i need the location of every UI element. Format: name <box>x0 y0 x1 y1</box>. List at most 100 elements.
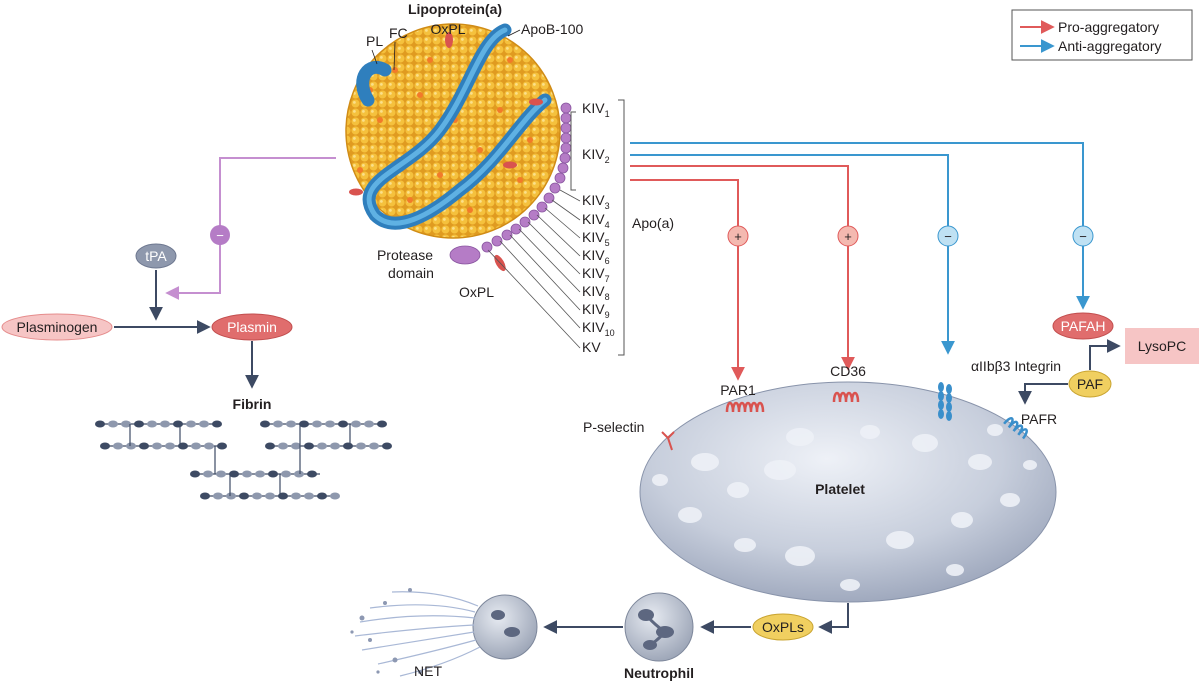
fibrin-monomer <box>134 420 144 428</box>
lysopc-box <box>1125 328 1199 364</box>
plus-sign-par1-text: + <box>734 229 742 244</box>
fibrin-monomer <box>204 442 214 450</box>
fibrin-monomer <box>304 492 314 500</box>
oxpl-tags <box>349 32 543 196</box>
kringle-label-kiv7: KIV7 <box>582 265 610 284</box>
pl-label: PL <box>366 33 383 49</box>
fibrin-monomer <box>278 442 288 450</box>
net-structure <box>350 588 538 677</box>
plasminogen-label: Plasminogen <box>17 319 98 335</box>
kringle-leader <box>527 221 581 275</box>
lipoprotein-a-particle: Lipoprotein(a) <box>345 1 583 300</box>
fibrin-monomer <box>217 442 227 450</box>
fibrin-monomer <box>330 492 340 500</box>
fibrin-monomer <box>165 442 175 450</box>
fibrin-monomer <box>190 470 200 478</box>
fibrin-monomer <box>108 420 118 428</box>
pafr-label: PAFR <box>1021 411 1057 427</box>
fibrin-monomer <box>351 420 361 428</box>
fibrin-monomer <box>338 420 348 428</box>
integrin-label: αIIbβ3 Integrin <box>971 358 1061 374</box>
kringle-leader <box>536 214 581 257</box>
apob-label: ApoB-100 <box>521 21 583 37</box>
fibrin-monomer <box>95 420 105 428</box>
kringle-leader <box>518 228 581 293</box>
fibrin-monomer <box>126 442 136 450</box>
tpa-label: tPA <box>145 248 167 264</box>
fibrin-monomer <box>325 420 335 428</box>
fibrin-monomer <box>377 420 387 428</box>
fibrin-monomer <box>273 420 283 428</box>
fibrin-monomer <box>147 420 157 428</box>
platelet-title: Platelet <box>815 481 865 497</box>
fibrin-monomer <box>212 420 222 428</box>
protease-label-1: Protease <box>377 247 433 263</box>
legend: Pro-aggregatory Anti-aggregatory <box>1011 9 1193 61</box>
kringle-leader <box>559 189 581 202</box>
integrin-receptor <box>938 382 952 421</box>
paf-to-pafr-arrow <box>1018 383 1068 405</box>
fibrin-monomer <box>291 492 301 500</box>
fibrin-monomer <box>100 442 110 450</box>
kringle-label-kiv2: KIV2 <box>582 146 610 165</box>
plus-sign-cd36-text: + <box>844 229 852 244</box>
kringle-label-kiv8: KIV8 <box>582 283 610 302</box>
fibrin-monomer <box>299 420 309 428</box>
kringle-label-kiv4: KIV4 <box>582 211 610 230</box>
pafah-node <box>1052 312 1114 340</box>
oxpl-top-label: OxPL <box>430 21 465 37</box>
fibrin-monomer <box>343 442 353 450</box>
minus-sign-integrin <box>937 225 959 247</box>
kringle-label-kv: KV <box>582 339 601 355</box>
fibrinolysis: tPA Plasminogen Plasmin Fibrin <box>1 243 392 500</box>
fibrin-monomer <box>260 420 270 428</box>
apoa-label: Apo(a) <box>632 215 674 231</box>
fibrin-mesh <box>95 420 392 500</box>
cd36-label: CD36 <box>830 363 866 379</box>
fibrin-monomer <box>252 492 262 500</box>
minus-sign-pafah-text: − <box>1079 229 1087 244</box>
fibrin-monomer <box>191 442 201 450</box>
lysopc-label: LysoPC <box>1138 338 1187 354</box>
lpa-core <box>345 23 561 239</box>
fibrin-monomer <box>152 442 162 450</box>
fibrin-monomer <box>268 470 278 478</box>
fibrin-monomer <box>199 420 209 428</box>
plus-sign-par1 <box>727 225 749 247</box>
kringle-label-kiv10: KIV10 <box>582 319 615 338</box>
kringle-labels: KIV1KIV2KIV3KIV4KIV5KIV6KIV7KIV8KIV9KIV1… <box>487 100 615 355</box>
pafah-pathway <box>630 142 1090 310</box>
fibrin-monomer <box>160 420 170 428</box>
fibrin-monomer <box>226 492 236 500</box>
fibrin-monomer <box>203 470 213 478</box>
fibrin-monomer <box>312 420 322 428</box>
fibrin-monomer <box>330 442 340 450</box>
pselectin-receptor <box>661 431 675 451</box>
lpa-to-plasmin-inhibition <box>165 157 336 300</box>
fibrin-monomer <box>216 470 226 478</box>
oxpls-label: OxPLs <box>762 619 804 635</box>
fibrin-monomer <box>242 470 252 478</box>
fibrin-monomer <box>317 492 327 500</box>
par1-receptor <box>725 401 765 413</box>
platelet-cell: Platelet <box>639 381 1057 603</box>
legend-pro-label: Pro-aggregatory <box>1058 19 1159 35</box>
lpa-title: Lipoprotein(a) <box>408 1 502 17</box>
paf-to-lysopc-arrow <box>1089 339 1121 370</box>
net-label: NET <box>414 663 442 679</box>
protease-label-2: domain <box>388 265 434 281</box>
fibrin-monomer <box>286 420 296 428</box>
oxpl-bottom-label: OxPL <box>459 284 494 300</box>
apoa-bracket <box>570 99 625 356</box>
plasmin-label: Plasmin <box>227 319 277 335</box>
fibrin-monomer <box>255 470 265 478</box>
fibrin-monomer <box>304 442 314 450</box>
minus-sign-pafah <box>1072 225 1094 247</box>
kringle-label-kiv9: KIV9 <box>582 301 610 320</box>
fibrin-monomer <box>265 492 275 500</box>
fibrin-monomer <box>281 470 291 478</box>
kringle-label-kiv6: KIV6 <box>582 247 610 266</box>
kringle-leader <box>544 207 581 239</box>
platelet-granules <box>652 424 1037 591</box>
